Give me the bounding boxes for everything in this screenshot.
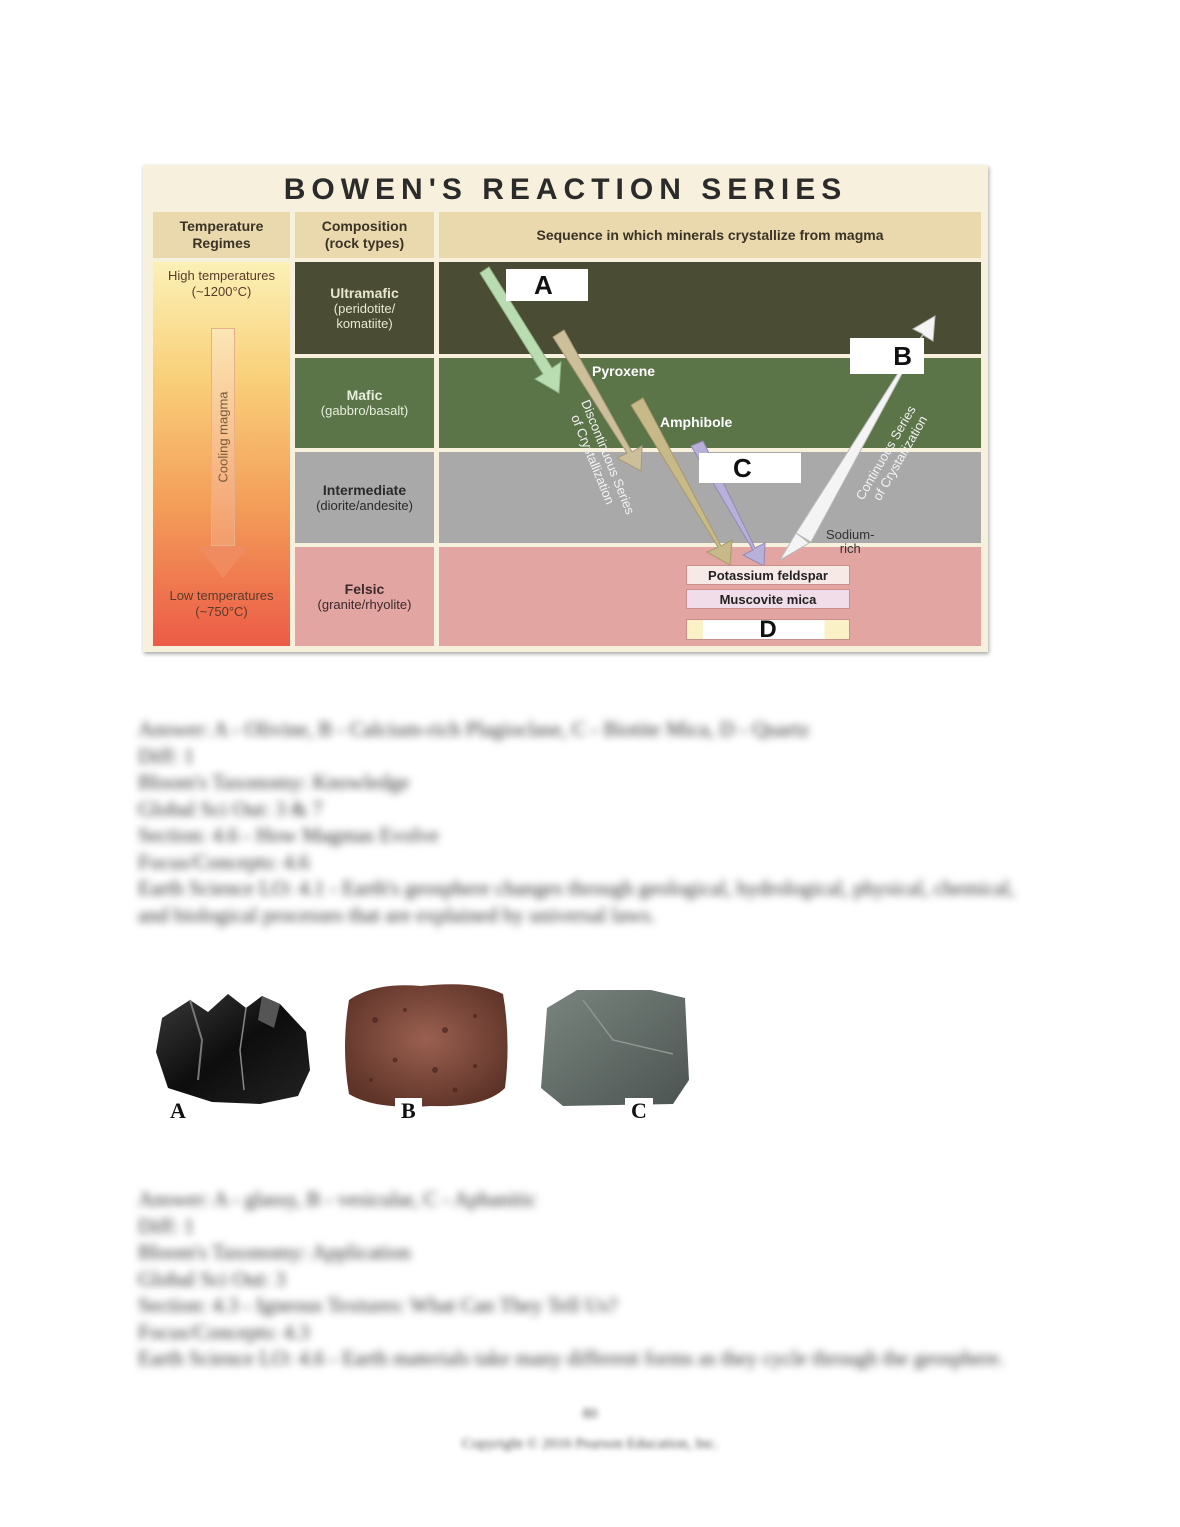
figure-title: BOWEN'S REACTION SERIES xyxy=(283,173,848,206)
composition-name: Felsic xyxy=(344,580,385,597)
learning-objective-line: Earth Science LO: 4.1 - Earth's geospher… xyxy=(138,876,1015,927)
arrow-amphibole xyxy=(630,397,733,566)
crystallization-arrows: Discontinuous Series of Crystallization … xyxy=(479,266,936,567)
page-number: 80 xyxy=(582,1406,598,1422)
answer-block-2: Answer: A - glassy, B - vesicular, C - A… xyxy=(138,1186,1028,1372)
header-temperature-line2: Regimes xyxy=(192,235,251,251)
answer-line: Answer: A - Olivine, B - Calcium-rich Pl… xyxy=(138,717,810,741)
amphibole-label: Amphibole xyxy=(660,414,733,430)
high-temperature-label: High temperatures (~1200°C) xyxy=(153,268,290,300)
taxonomy-line: Bloom's Taxonomy: Knowledge xyxy=(138,770,410,794)
rock-label-b: B xyxy=(395,1098,422,1124)
composition-name: Mafic xyxy=(346,387,383,403)
muscovite-mica-box: Muscovite mica xyxy=(686,589,850,609)
arrow-pyroxene xyxy=(552,329,643,472)
composition-rocks: (granite/rhyolite) xyxy=(317,596,412,612)
composition-ultramafic: Ultramafic (peridotite/ komatiite) xyxy=(295,262,434,354)
composition-mafic: Mafic (gabbro/basalt) xyxy=(295,358,434,448)
taxonomy-line: Bloom's Taxonomy: Application xyxy=(138,1240,411,1264)
composition-rocks: komatiite) xyxy=(336,315,393,331)
header-composition: Composition (rock types) xyxy=(295,212,434,258)
header-temperature-line1: Temperature xyxy=(179,218,264,234)
arrow-a xyxy=(479,266,562,394)
header-temperature: Temperature Regimes xyxy=(153,212,290,258)
low-temperature-text: Low temperatures xyxy=(169,588,274,603)
rock-label-a: A xyxy=(164,1098,192,1124)
composition-rocks: (diorite/andesite) xyxy=(316,497,413,513)
continuous-series-label: Continuous Series of Crystallization xyxy=(853,400,934,510)
answer-block-1: Answer: A - Olivine, B - Calcium-rich Pl… xyxy=(138,716,1028,928)
label-box-a: A xyxy=(506,269,588,301)
rock-image-b: B xyxy=(335,970,515,1130)
high-temperature-value: (~1200°C) xyxy=(191,284,252,299)
high-temperature-text: High temperatures xyxy=(168,268,275,283)
rock-image-a: A xyxy=(150,970,330,1130)
difficulty-line: Diff: 1 xyxy=(138,1213,195,1238)
header-composition-line2: (rock types) xyxy=(324,235,405,251)
cooling-arrow-head xyxy=(198,546,248,578)
rock-image-c: C xyxy=(533,970,713,1130)
answer-line: Answer: A - glassy, B - vesicular, C - A… xyxy=(138,1187,537,1211)
low-temperature-label: Low temperatures (~750°C) xyxy=(153,588,290,620)
composition-rocks: (peridotite/ xyxy=(333,300,396,316)
sodium-rich-line2: rich xyxy=(839,541,861,556)
sodium-rich-line1: Sodium- xyxy=(826,527,875,542)
composition-intermediate: Intermediate (diorite/andesite) xyxy=(295,452,434,543)
composition-name: Intermediate xyxy=(322,481,407,498)
header-composition-line1: Composition xyxy=(321,218,408,234)
pyroxene-label: Pyroxene xyxy=(592,363,656,379)
scoria-rock-image xyxy=(345,984,508,1107)
composition-name: Ultramafic xyxy=(330,284,399,301)
difficulty-line: Diff: 1 xyxy=(138,743,195,768)
composition-rocks: (gabbro/basalt) xyxy=(320,403,409,418)
learning-objective-line: Earth Science LO: 4.6 - Earth materials … xyxy=(138,1346,1005,1370)
section-line: Section: 4.6 - How Magmas Evolve xyxy=(138,823,439,847)
section-line: Section: 4.3 - Igneous Textures: What Ca… xyxy=(138,1293,618,1317)
sodium-rich-label: Sodium- rich xyxy=(826,528,874,556)
composition-felsic: Felsic (granite/rhyolite) xyxy=(295,547,434,646)
label-box-d: D xyxy=(686,616,850,643)
copyright-notice: Copyright © 2016 Pearson Education, Inc. xyxy=(462,1436,718,1452)
obsidian-rock-image xyxy=(156,994,310,1104)
label-box-c: C xyxy=(699,453,801,483)
potassium-feldspar-box: Potassium feldspar xyxy=(686,565,850,585)
rock-label-c: C xyxy=(625,1098,653,1124)
low-temperature-value: (~750°C) xyxy=(195,604,248,619)
andesite-rock-image xyxy=(541,990,689,1106)
global-sci-line: Global Sci Out: 3 xyxy=(138,1266,286,1291)
temperature-gradient-column: High temperatures (~1200°C) Cooling magm… xyxy=(153,262,290,646)
global-sci-line: Global Sci Out: 3 & 7 xyxy=(138,796,323,821)
focus-line: Focus/Concepts: 4.6 xyxy=(138,849,310,874)
bowens-reaction-series-figure: BOWEN'S REACTION SERIES Temperature Regi… xyxy=(143,165,988,652)
focus-line: Focus/Concepts: 4.3 xyxy=(138,1319,310,1344)
cooling-arrow-shaft xyxy=(211,328,235,546)
label-box-b: B xyxy=(850,338,924,374)
header-sequence: Sequence in which minerals crystallize f… xyxy=(439,212,981,258)
